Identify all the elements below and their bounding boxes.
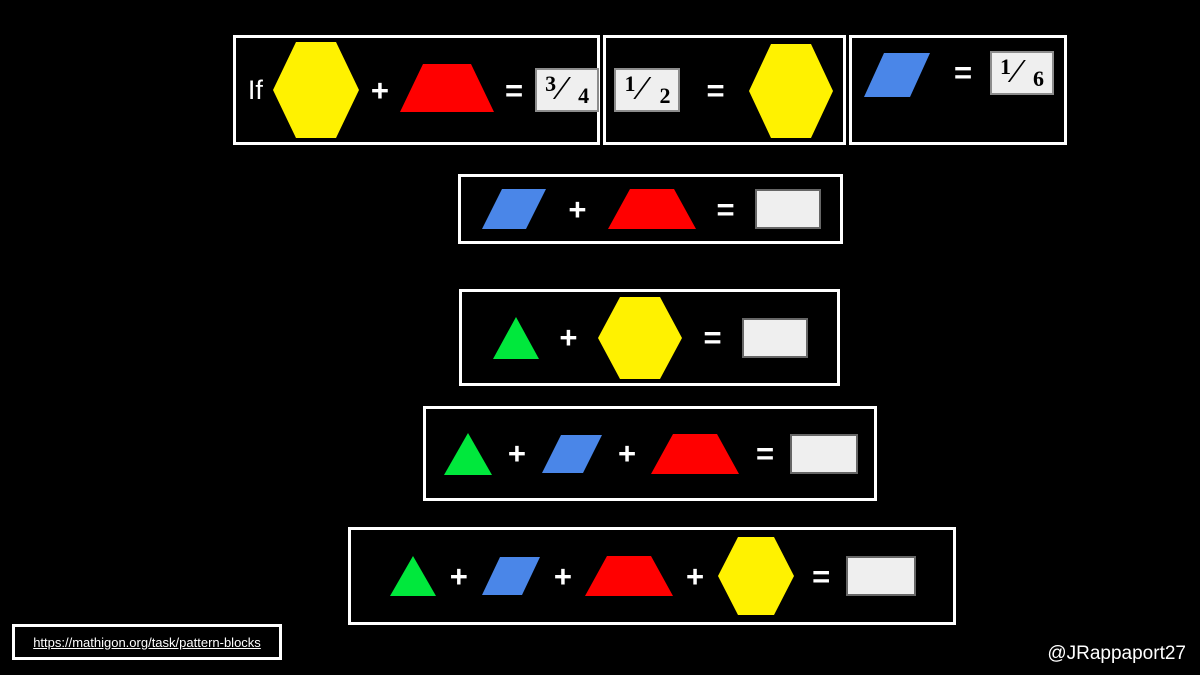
rhombus-blue-shape xyxy=(541,434,602,473)
plus-operator: + xyxy=(559,320,578,355)
trapezoid-red-shape xyxy=(400,64,495,112)
rhombus-blue-shape xyxy=(481,557,540,595)
question-row-3: + + = xyxy=(423,406,877,501)
fraction-one-sixth-plaque: 1 ⁄ 6 xyxy=(990,51,1055,95)
given-box-rhombus-equals-sixth: = 1 ⁄ 6 xyxy=(849,35,1067,145)
triangle-green-shape xyxy=(493,316,540,359)
triangle-green-shape xyxy=(389,556,436,596)
plus-operator: + xyxy=(449,558,468,594)
trapezoid-red-shape xyxy=(607,189,696,229)
equals-operator: = xyxy=(716,191,735,227)
hexagon-yellow-shape xyxy=(272,42,359,138)
equals-operator: = xyxy=(953,55,973,90)
fraction-numerator: 3 xyxy=(545,71,557,96)
trapezoid-red-shape xyxy=(651,433,740,474)
if-label: If xyxy=(247,74,263,105)
plus-operator: + xyxy=(568,191,587,227)
fraction-denominator: 2 xyxy=(659,83,671,108)
answer-box-3[interactable] xyxy=(790,433,859,474)
question-row-2: + = xyxy=(459,289,840,386)
question-row-1: + = xyxy=(458,174,843,244)
triangle-green-shape xyxy=(443,432,492,475)
answer-box-2[interactable] xyxy=(741,317,808,358)
given-box-half-equals-hexagon: 1 ⁄ 2 = xyxy=(603,35,846,145)
answer-box-1[interactable] xyxy=(754,189,821,229)
fraction-numerator: 1 xyxy=(624,71,636,96)
question-row-4: + + + = xyxy=(348,527,956,625)
plus-operator: + xyxy=(507,436,526,471)
equals-operator: = xyxy=(706,72,725,108)
rhombus-blue-shape xyxy=(482,189,547,229)
fraction-one-half-plaque: 1 ⁄ 2 xyxy=(614,68,681,112)
plus-operator: + xyxy=(553,558,572,594)
plus-operator: + xyxy=(686,558,705,594)
rhombus-blue-shape xyxy=(863,53,930,97)
plus-operator: + xyxy=(617,436,637,471)
hexagon-yellow-shape xyxy=(718,537,795,615)
hexagon-yellow-shape xyxy=(597,296,682,379)
given-box-hexagon-plus-trapezoid: If + = 3 ⁄ 4 xyxy=(233,35,600,145)
fraction-denominator: 6 xyxy=(1033,66,1045,91)
answer-box-4[interactable] xyxy=(846,556,917,596)
equals-operator: = xyxy=(703,320,722,355)
fraction-denominator: 4 xyxy=(578,83,590,108)
equals-operator: = xyxy=(505,72,524,108)
fraction-three-quarters-plaque: 3 ⁄ 4 xyxy=(535,68,600,112)
source-link[interactable]: https://mathigon.org/task/pattern-blocks xyxy=(33,634,261,650)
hexagon-yellow-shape xyxy=(748,44,833,138)
equals-operator: = xyxy=(812,558,831,594)
trapezoid-red-shape xyxy=(585,556,673,596)
plus-operator: + xyxy=(370,72,390,108)
attribution-handle: @JRappaport27 xyxy=(1047,643,1186,664)
equals-operator: = xyxy=(756,436,775,471)
fraction-numerator: 1 xyxy=(1000,54,1012,79)
source-link-plaque[interactable]: https://mathigon.org/task/pattern-blocks xyxy=(12,624,282,660)
